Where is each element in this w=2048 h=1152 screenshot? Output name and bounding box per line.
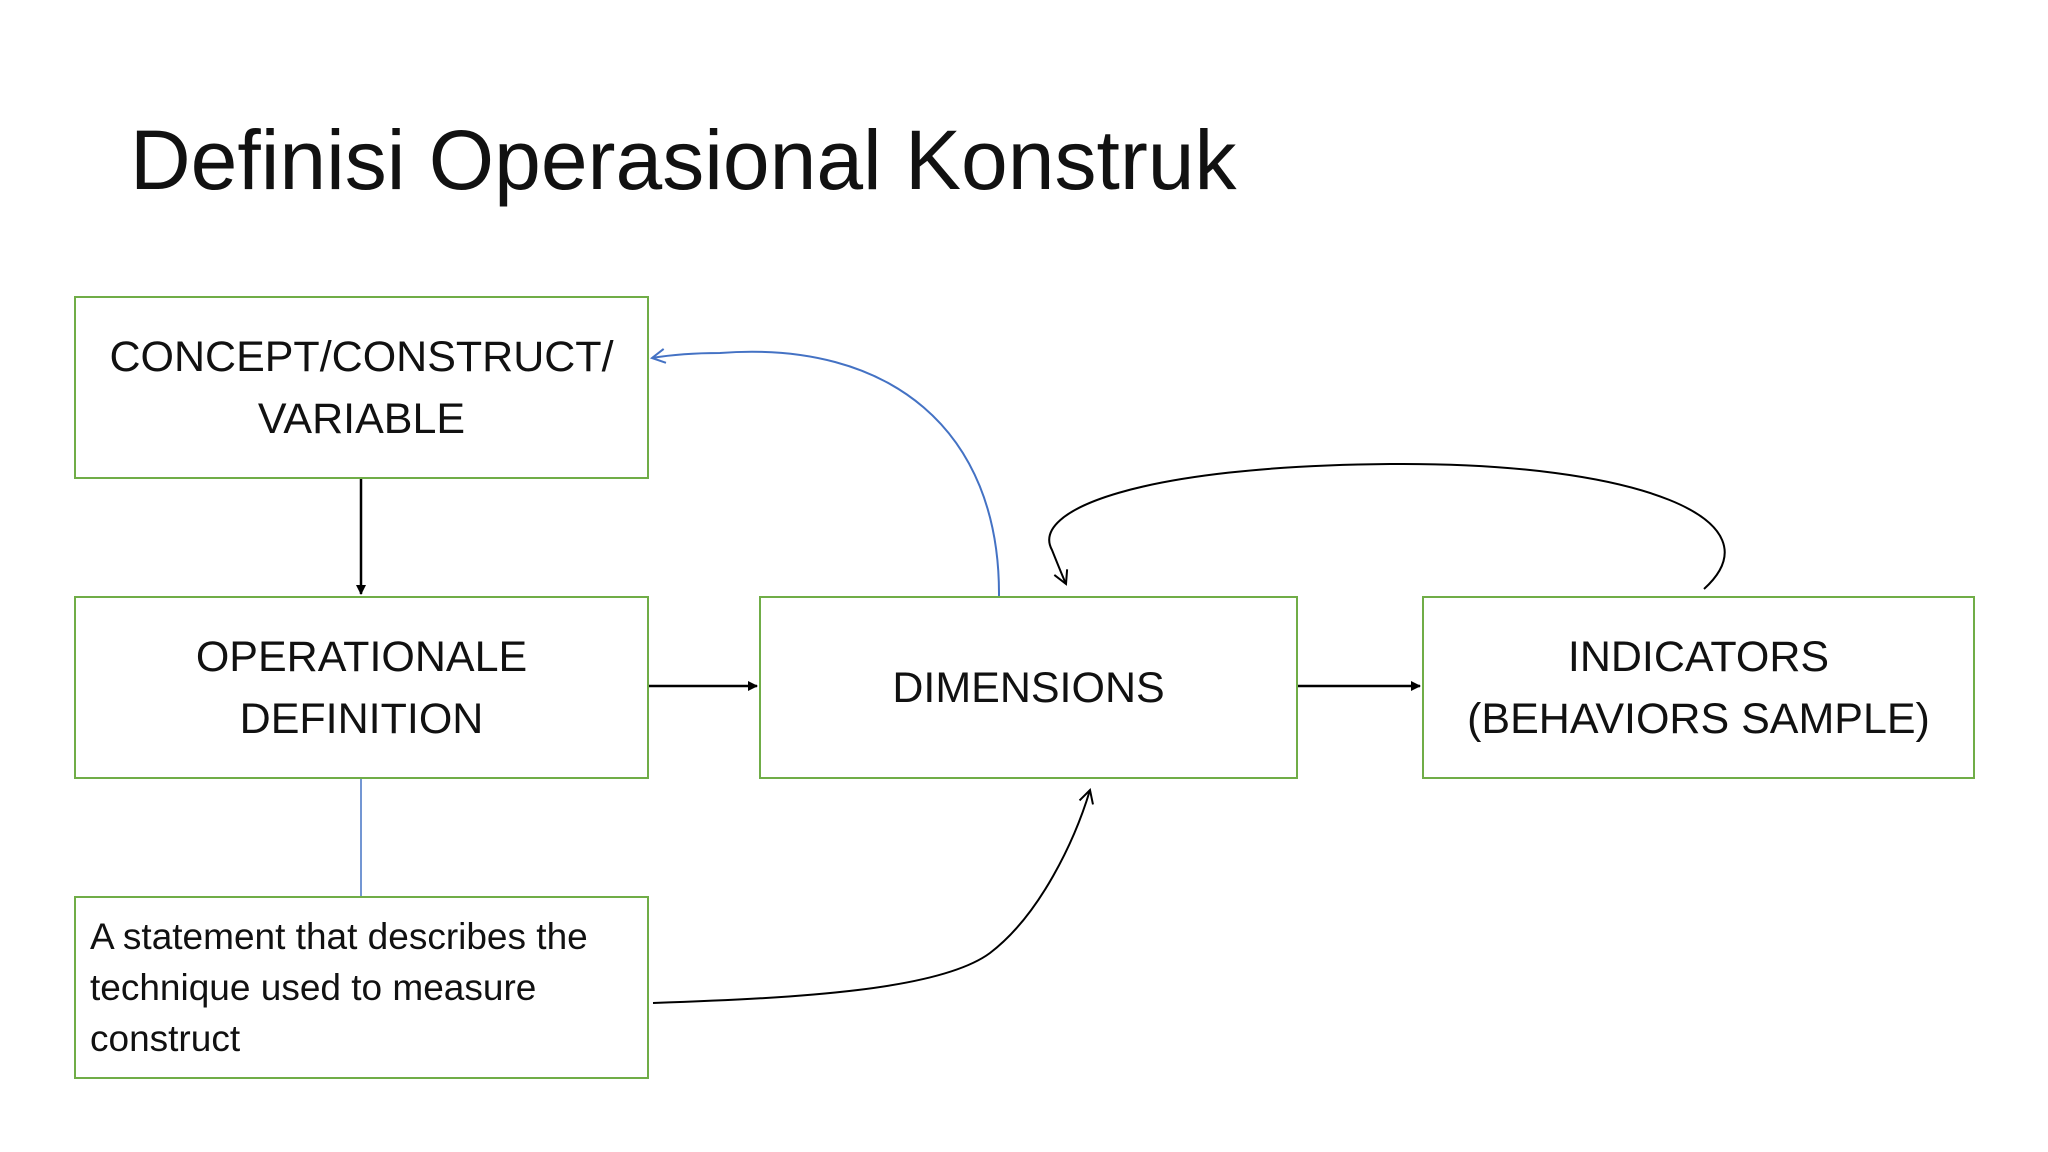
- operational-definition-label-line-2: DEFINITION: [239, 694, 484, 743]
- indicators-label: INDICATORS (BEHAVIORS SAMPLE): [1467, 626, 1930, 750]
- statement-label-line-2: technique used to measure: [90, 967, 537, 1008]
- statement-box: A statement that describes the technique…: [74, 896, 649, 1079]
- concept-box: CONCEPT/CONSTRUCT/ VARIABLE: [74, 296, 649, 479]
- dimensions-label: DIMENSIONS: [892, 657, 1164, 719]
- statement-label-line-1: A statement that describes the: [90, 916, 588, 957]
- dimensions-box: DIMENSIONS: [759, 596, 1298, 779]
- concept-label: CONCEPT/CONSTRUCT/ VARIABLE: [109, 326, 613, 450]
- curve-dimensions-to-concept: [652, 352, 1001, 597]
- operational-definition-box: OPERATIONALE DEFINITION: [74, 596, 649, 779]
- concept-label-line-2: VARIABLE: [257, 394, 466, 443]
- concept-label-line-1: CONCEPT/CONSTRUCT/: [109, 332, 614, 381]
- indicators-label-line-2: (BEHAVIORS SAMPLE): [1467, 694, 1930, 743]
- slide-title: Definisi Operasional Konstruk: [130, 113, 1237, 207]
- operational-definition-label-line-1: OPERATIONALE: [195, 632, 528, 681]
- statement-label-line-3: construct: [90, 1018, 241, 1059]
- indicators-box: INDICATORS (BEHAVIORS SAMPLE): [1422, 596, 1975, 779]
- curve-indicators-to-dimensions: [1048, 462, 1726, 590]
- curve-statement-to-dimensions: [652, 790, 1090, 1004]
- operational-definition-label: OPERATIONALE DEFINITION: [196, 626, 527, 750]
- dimensions-label-line-1: DIMENSIONS: [892, 663, 1165, 712]
- indicators-label-line-1: INDICATORS: [1567, 632, 1830, 681]
- statement-label: A statement that describes the technique…: [90, 911, 588, 1064]
